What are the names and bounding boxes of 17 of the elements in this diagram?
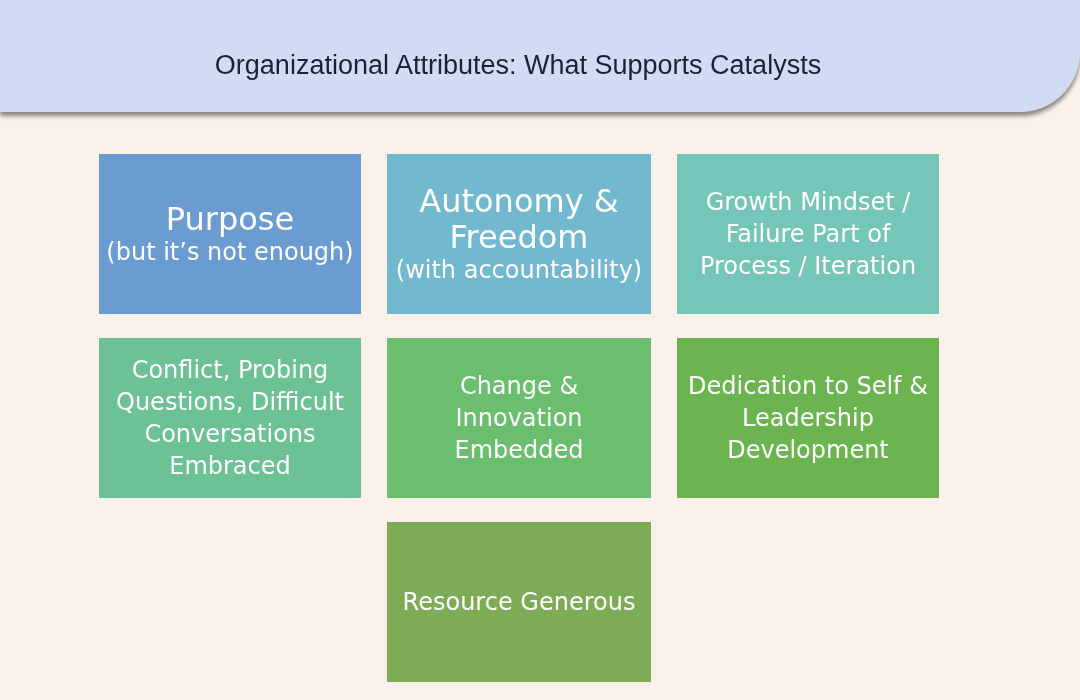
box-text: Conflict, Probing Questions, Difficult Conversations Embraced	[115, 355, 345, 482]
box-subtext: (but it’s not enough)	[106, 237, 354, 267]
attribute-box	[99, 338, 361, 498]
attribute-box	[677, 154, 939, 314]
box-text: Dedication to Self & Leadership Development	[687, 371, 929, 466]
box-heading: Purpose	[165, 201, 295, 237]
attribute-box	[677, 338, 939, 498]
box-subtext: (with accountability)	[395, 255, 643, 285]
attribute-box	[99, 154, 361, 314]
attribute-box	[387, 154, 651, 314]
attribute-box	[387, 522, 651, 682]
box-text: Growth Mindset / Failure Part of Process / Iteration	[698, 187, 918, 282]
box-heading: Autonomy & Freedom	[418, 183, 620, 255]
box-text: Change & Innovation Embedded	[453, 371, 585, 466]
box-text: Resource Generous	[402, 587, 636, 618]
title: Organizational Attributes: What Supports Catalysts	[213, 50, 823, 81]
attribute-box	[387, 338, 651, 498]
